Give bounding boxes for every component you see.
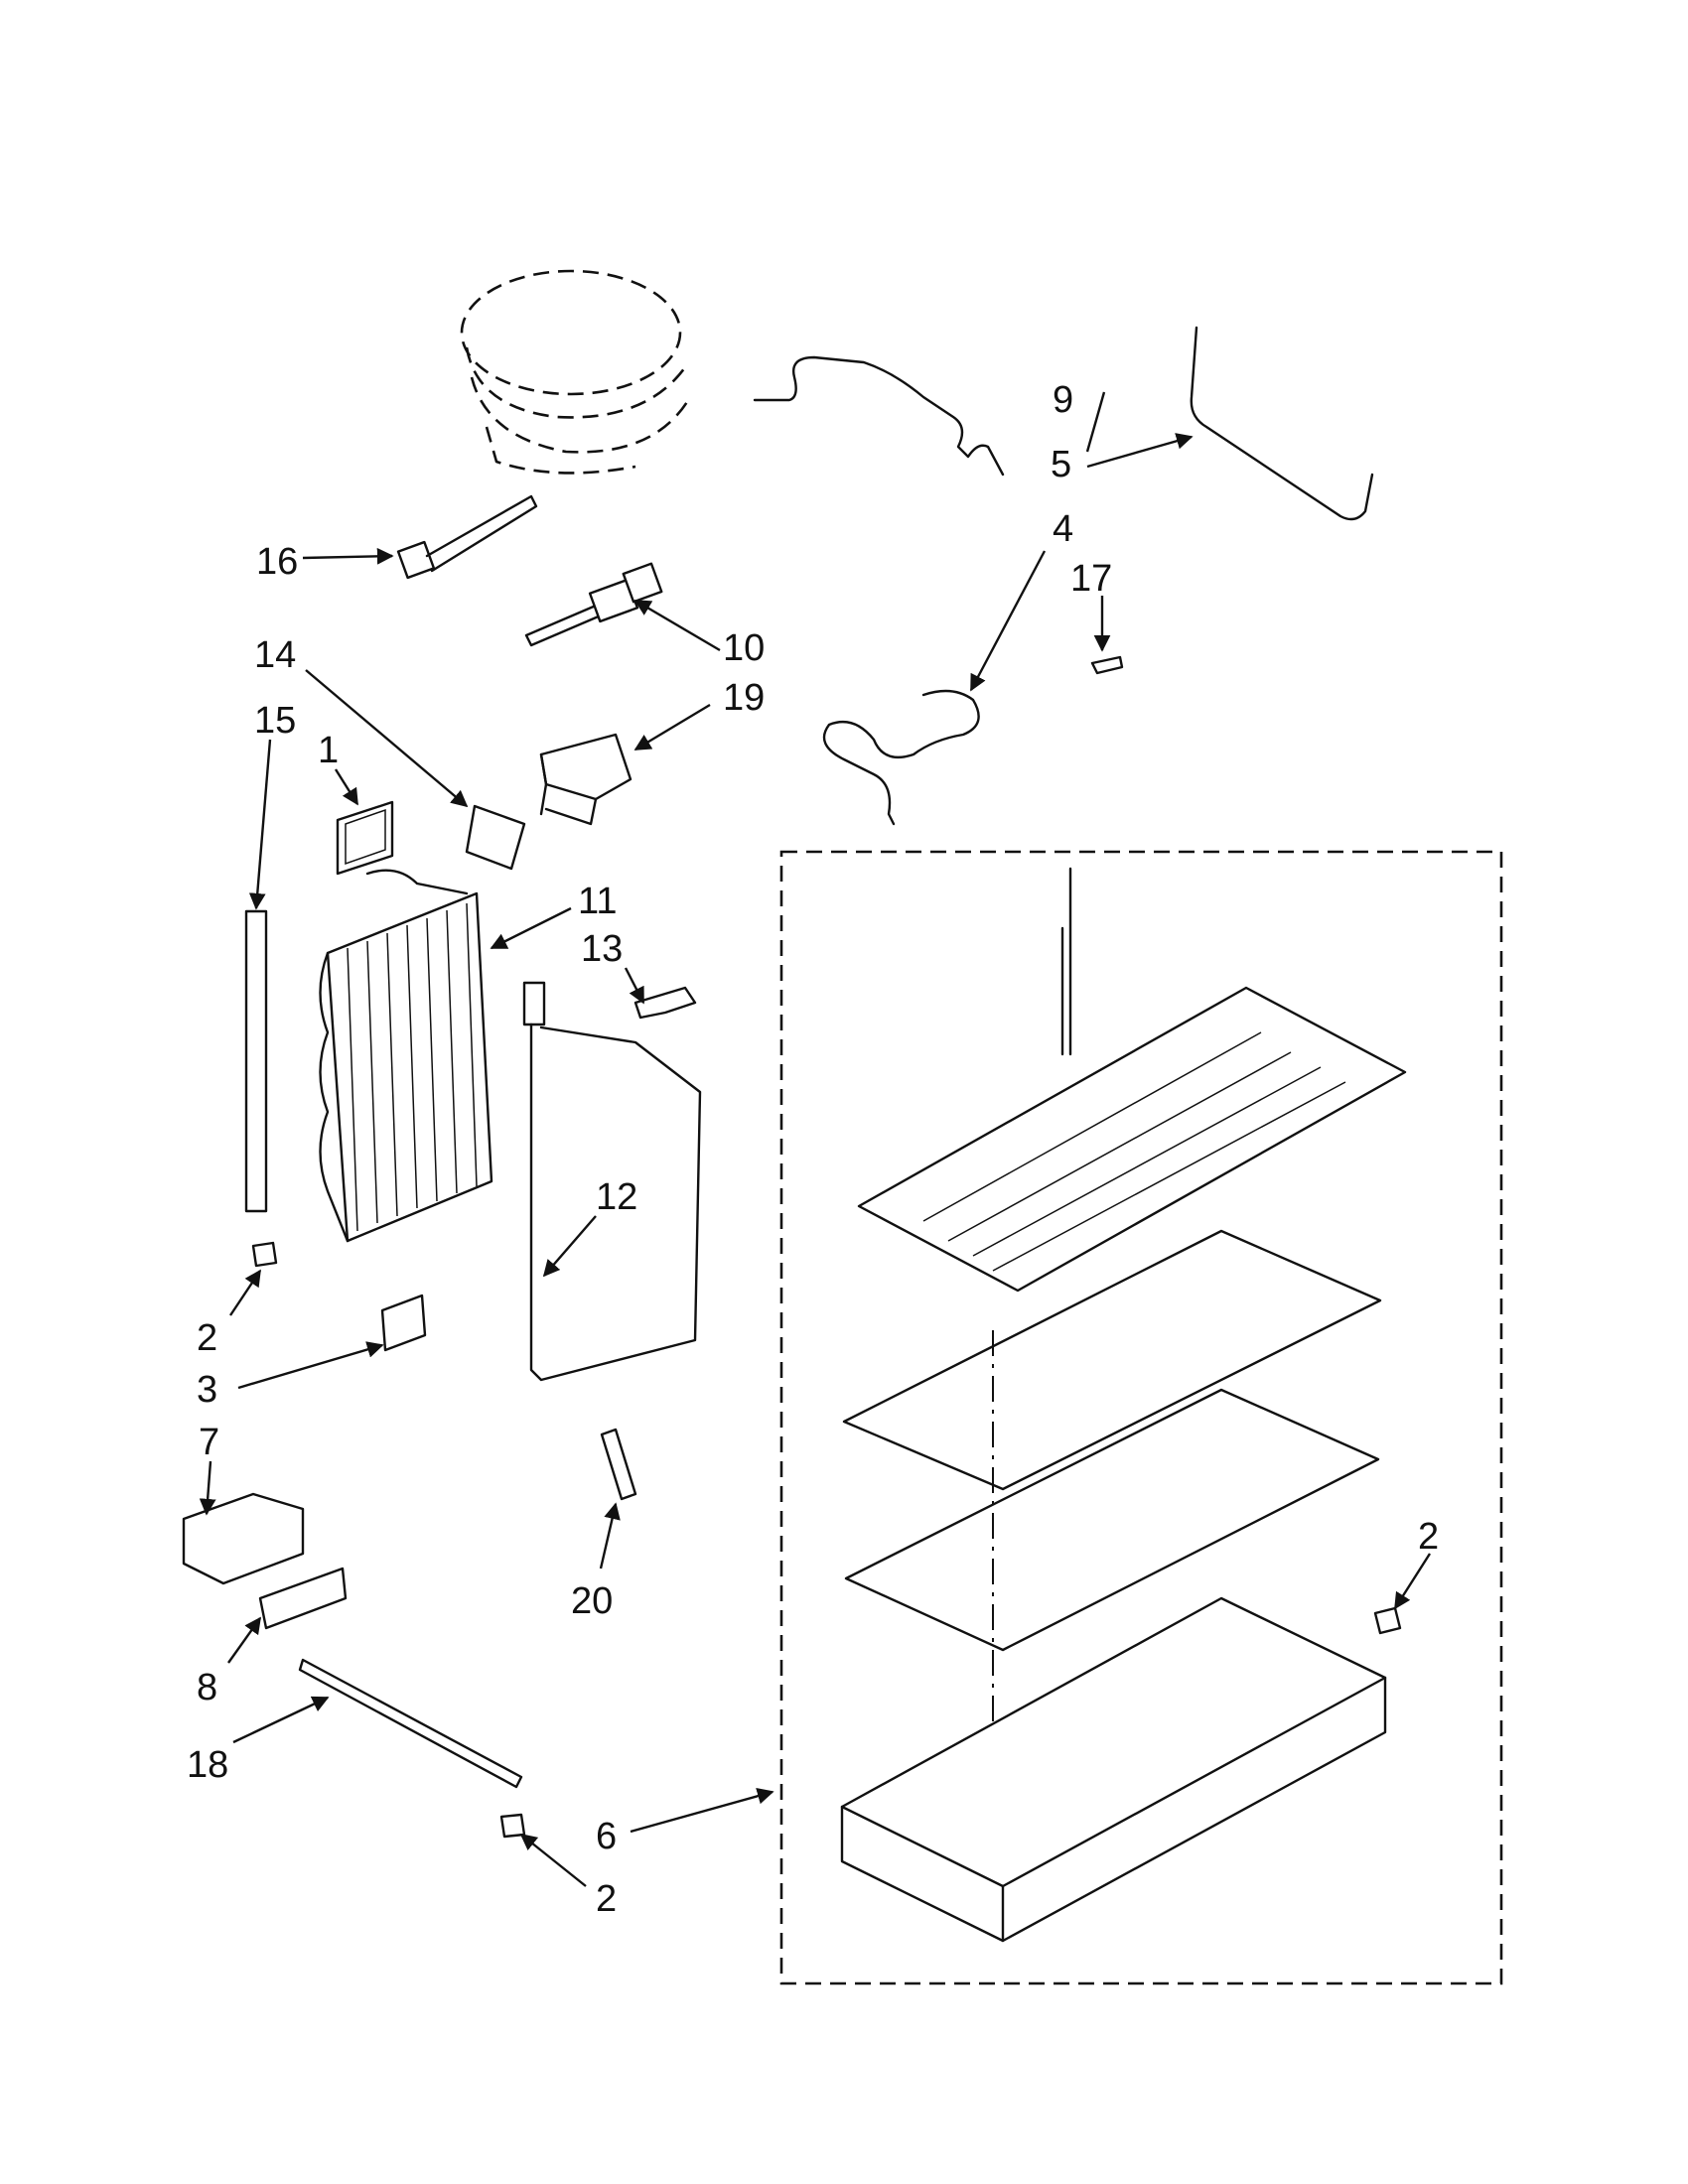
callout-16: 16	[256, 541, 298, 583]
part-15-bracket	[244, 909, 268, 1213]
leader-lines	[199, 391, 1432, 1887]
callout-13: 13	[581, 928, 623, 970]
part-3-clip	[380, 1294, 427, 1352]
part-6-assembly-boundary	[779, 850, 1503, 1985]
part-14-plate	[465, 804, 526, 871]
part-18-bar	[298, 1658, 523, 1789]
part-10-sensor	[524, 562, 663, 647]
callout-19: 19	[723, 677, 765, 719]
part-5-tube	[1190, 326, 1374, 521]
compressor-outline	[460, 269, 692, 475]
callout-6: 6	[596, 1816, 617, 1857]
pan	[840, 1596, 1387, 1943]
part-16-cable-tie	[396, 494, 538, 580]
callout-15: 15	[254, 700, 296, 742]
callout-11: 11	[578, 881, 617, 922]
part-13-clip	[633, 986, 697, 1020]
part-11-evaporator	[319, 869, 493, 1243]
part-20-grommet	[600, 1428, 637, 1501]
part-9-tube	[753, 355, 1005, 477]
part-1-pad	[336, 800, 394, 876]
part-4-tube	[822, 689, 980, 826]
callout-17: 17	[1070, 558, 1112, 600]
callout-5: 5	[1051, 444, 1071, 485]
callout-1: 1	[318, 730, 339, 771]
callout-labels: 9 5 4 17 16 10 19 14 15 1 11 13 12 2 3 7…	[187, 379, 1439, 1920]
part-2-screw-c	[1373, 1606, 1402, 1635]
sheet-2	[844, 1388, 1380, 1652]
callout-12: 12	[596, 1176, 637, 1218]
callout-8: 8	[197, 1667, 217, 1708]
callout-4: 4	[1053, 508, 1073, 550]
callout-18: 18	[187, 1744, 228, 1786]
callout-2-b: 2	[596, 1878, 617, 1920]
part-8-plate	[258, 1567, 348, 1630]
callout-10: 10	[723, 627, 765, 669]
callout-9: 9	[1053, 379, 1073, 421]
callout-7: 7	[199, 1422, 219, 1463]
part-19-bracket	[539, 733, 633, 826]
part-2-screw-b	[499, 1813, 526, 1839]
callout-2-c: 2	[1418, 1516, 1439, 1558]
callout-20: 20	[571, 1580, 613, 1622]
part-7-bracket	[182, 1492, 305, 1585]
tray	[857, 867, 1407, 1293]
callout-14: 14	[254, 634, 296, 676]
part-12-heater	[522, 981, 702, 1382]
callout-3: 3	[197, 1369, 217, 1411]
sheet-1	[842, 1229, 1382, 1491]
part-2-screw-a	[251, 1241, 278, 1268]
callout-2-a: 2	[197, 1317, 217, 1359]
part-17-clip	[1090, 655, 1124, 675]
